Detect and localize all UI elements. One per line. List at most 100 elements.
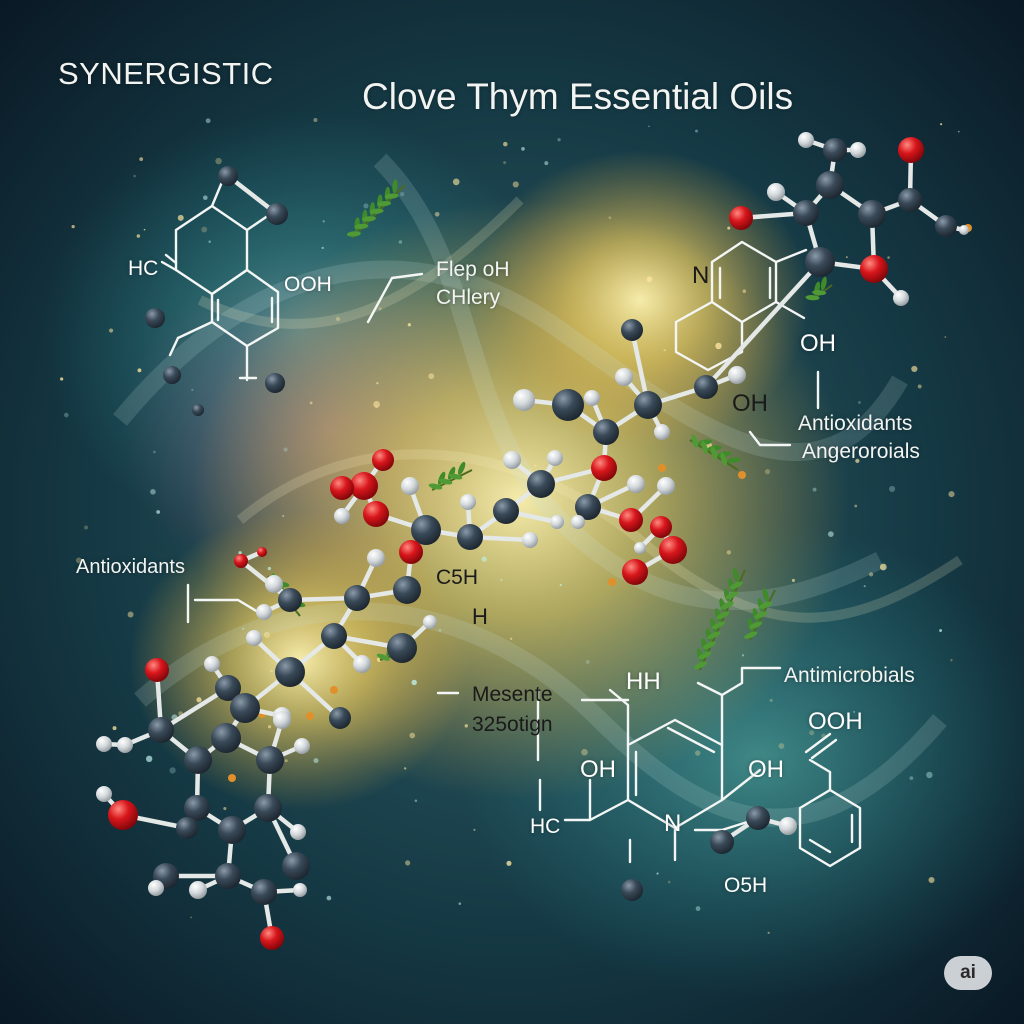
hydrogen-atom (148, 880, 164, 896)
sparkle (509, 637, 513, 640)
sparkle (646, 276, 653, 283)
thyme-sprig-icon (805, 276, 833, 301)
sparkle (778, 743, 785, 749)
hydrogen-atom (246, 630, 262, 646)
sparkle (208, 240, 211, 243)
sparkle (196, 697, 202, 703)
sparkle (376, 381, 379, 385)
hydrogen-atom (547, 450, 563, 466)
sparkle (191, 388, 194, 391)
chem-n-bottom: N (664, 810, 682, 837)
carbon-atom (256, 746, 284, 774)
oxygen-atom (257, 547, 267, 557)
sparkle (812, 487, 817, 492)
thyme-sprig-icon (689, 434, 741, 471)
hydrogen-atom (654, 424, 670, 440)
carbon-atom (898, 188, 922, 212)
hydrogen-atom (334, 508, 350, 524)
carbon-atom (393, 576, 421, 604)
label-angeroroials: Angeroroials (802, 440, 920, 463)
oxygen-atom (350, 472, 378, 500)
sparkle (858, 401, 861, 404)
carbon-atom (493, 498, 519, 524)
carbon-atom (192, 404, 204, 416)
sparkle (503, 141, 508, 147)
carbon-atom (816, 171, 844, 199)
hydrogen-atom (728, 366, 746, 384)
sparkle (473, 828, 476, 831)
sparkle (809, 730, 815, 736)
sparkle (791, 578, 795, 582)
sparkle (695, 906, 701, 911)
sparkle (926, 771, 933, 779)
sparkle (71, 224, 75, 229)
sparkle (928, 876, 935, 884)
sparkle (398, 240, 403, 244)
hydrogen-atom (293, 883, 307, 897)
carbon-atom (634, 391, 662, 419)
hydrogen-atom (779, 817, 797, 835)
carbon-atom (218, 816, 246, 844)
sparkle (137, 368, 142, 373)
label-flep-line2: CHlery (436, 286, 501, 309)
sparkle (656, 872, 659, 875)
sparkle (855, 458, 860, 463)
thyme-sprig-icon (744, 588, 776, 641)
sparkle (238, 551, 242, 555)
carbon-atom (805, 247, 835, 277)
carbon-atom (145, 308, 165, 328)
oxygen-atom (659, 536, 687, 564)
spice-particle (330, 686, 338, 694)
thyme-sprig-icon (428, 461, 473, 491)
oxygen-atom (145, 658, 169, 682)
label-mesente: Mesente (472, 683, 553, 706)
sparkle (663, 349, 666, 352)
oxygen-atom (399, 540, 423, 564)
sparkle (373, 401, 380, 408)
hydrogen-atom (290, 824, 306, 840)
carbon-atom (710, 830, 734, 854)
chem-oh-bottom-left: OH (580, 756, 616, 783)
oxygen-atom (363, 501, 389, 527)
hydrogen-atom (615, 368, 633, 386)
carbon-atom (184, 795, 210, 821)
hydrogen-atom (117, 737, 133, 753)
carbon-atom (148, 717, 174, 743)
sparkle (403, 767, 407, 770)
hydrogen-atom (550, 515, 564, 529)
sparkle (957, 130, 960, 133)
carbon-atom (176, 817, 198, 839)
sparkle (284, 759, 288, 763)
sparkle (267, 725, 272, 729)
label-antioxidants-left: Antioxidants (76, 556, 185, 578)
hydrogen-atom (189, 881, 207, 899)
sparkle (84, 525, 89, 530)
carbon-atom (230, 693, 260, 723)
hydrogen-atom (584, 390, 600, 406)
carbon-atom (211, 723, 241, 753)
hydrogen-atom (634, 542, 646, 554)
hydrogen-atom (265, 575, 283, 593)
hydrogen-atom (503, 451, 521, 469)
sparkle (177, 214, 184, 221)
sparkle (726, 550, 732, 555)
sparkle (458, 902, 462, 905)
sparkle (127, 611, 134, 618)
hydrogen-atom (96, 786, 112, 802)
sparkle (407, 323, 411, 327)
sparkle (608, 216, 612, 220)
sparkle (169, 767, 176, 774)
sparkle (242, 627, 245, 630)
sparkle (223, 806, 227, 811)
sparkle (75, 557, 82, 564)
sparkle (215, 157, 222, 165)
sparkle (648, 125, 650, 128)
hydrogen-atom (294, 738, 310, 754)
poster-tagline: SYNERGISTIC (58, 56, 274, 91)
sparkle (581, 748, 588, 756)
hydrogen-atom (959, 225, 969, 235)
sparkle (145, 755, 153, 763)
label-antimicrobials: Antimicrobials (784, 664, 915, 687)
sparkle (769, 698, 773, 702)
